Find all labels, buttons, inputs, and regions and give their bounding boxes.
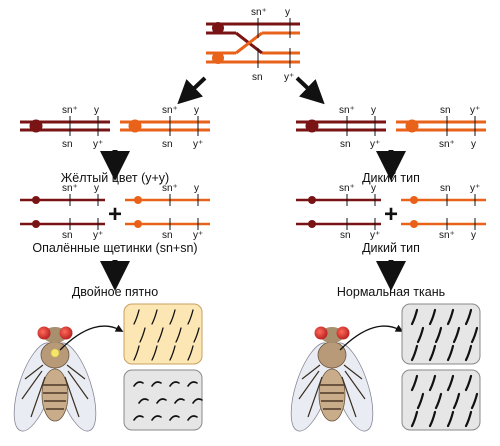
r-r1a-sn: sn xyxy=(340,139,351,150)
right-row1-orange-chromosome xyxy=(396,116,486,136)
fly-right-icon xyxy=(290,326,374,432)
l-r2a-sn: sn xyxy=(62,230,73,241)
r-r2b-snplus: sn⁺ xyxy=(439,230,455,241)
r-r1b-y: y xyxy=(471,139,476,150)
right-caption-wildtype-1: Дикий тип xyxy=(362,171,420,185)
l-r2b-yplus: y⁺ xyxy=(193,230,203,241)
bristles-singed-panel xyxy=(133,381,203,421)
r-r1a-snplus: sn⁺ xyxy=(339,105,355,116)
l-r1a-snplus: sn⁺ xyxy=(62,105,78,116)
top-label-y: y xyxy=(285,7,290,18)
l-r1a-yplus: y⁺ xyxy=(93,139,103,150)
r-r2b-sn: sn xyxy=(440,183,451,194)
r-r1b-sn: sn xyxy=(440,105,451,116)
right-row1-dark-chromosome xyxy=(296,116,386,136)
r-r1b-yplus: y⁺ xyxy=(470,105,480,116)
left-yellow-tissue-panel xyxy=(123,303,203,365)
l-r2a-snplus: sn⁺ xyxy=(62,183,78,194)
left-caption-yellow: Жёлтый цвет (y+y) xyxy=(61,171,169,185)
r-r2a-y: y xyxy=(371,183,376,194)
right-caption-normal-tissue: Нормальная ткань xyxy=(337,285,445,299)
l-r1a-sn: sn xyxy=(62,139,73,150)
arrow-left-diagonal xyxy=(177,76,207,105)
left-zoom-arrow xyxy=(59,324,124,351)
right-lower-tissue-panel xyxy=(401,369,481,431)
l-r1b-snplus: sn⁺ xyxy=(162,105,178,116)
left-row1-orange-chromosome xyxy=(120,116,210,136)
r-r2b-yplus: y⁺ xyxy=(470,183,480,194)
l-r1b-yplus: y⁺ xyxy=(193,139,203,150)
l-r2b-snplus: sn⁺ xyxy=(162,183,178,194)
left-row2-pairs xyxy=(20,194,210,230)
l-r2b-sn: sn xyxy=(162,230,173,241)
left-plus-sign: + xyxy=(108,201,122,228)
fly-left-icon xyxy=(13,326,97,432)
l-r1b-sn: sn xyxy=(162,139,173,150)
r-r2b-y: y xyxy=(471,230,476,241)
left-gray-tissue-panel xyxy=(123,369,203,431)
r-r2a-sn: sn xyxy=(340,230,351,241)
bristles-yellow-panel xyxy=(133,309,200,361)
left-row1-dark-chromosome xyxy=(20,116,110,136)
top-chromosome-pair: sn⁺ y sn y⁺ xyxy=(206,7,300,83)
l-r2a-yplus: y⁺ xyxy=(93,230,103,241)
top-label-y-plus: y⁺ xyxy=(284,72,294,83)
right-row2-pairs xyxy=(296,194,486,230)
r-r2a-yplus: y⁺ xyxy=(370,230,380,241)
l-r1b-y: y xyxy=(194,105,199,116)
right-column: sn⁺ y sn y⁺ sn y⁺ sn⁺ y Дикий тип sn⁺ xyxy=(296,105,486,299)
r-r2a-snplus: sn⁺ xyxy=(339,183,355,194)
right-plus-sign: + xyxy=(384,201,398,228)
right-upper-tissue-panel xyxy=(401,303,481,365)
top-label-sn: sn xyxy=(252,72,263,83)
arrow-right-diagonal xyxy=(295,76,325,105)
r-r1b-snplus: sn⁺ xyxy=(439,139,455,150)
right-caption-wildtype-2: Дикий тип xyxy=(362,241,420,255)
left-caption-twin-spot: Двойное пятно xyxy=(72,285,158,299)
l-r2a-y: y xyxy=(94,183,99,194)
left-column: sn⁺ y sn y⁺ sn⁺ y sn y⁺ Жёлтый цвет (y+y… xyxy=(20,105,210,299)
r-r1a-yplus: y⁺ xyxy=(370,139,380,150)
top-label-sn-plus: sn⁺ xyxy=(251,7,267,18)
bristles-normal-lower xyxy=(410,374,479,428)
r-r1a-y: y xyxy=(371,105,376,116)
l-r2b-y: y xyxy=(194,183,199,194)
right-zoom-arrow xyxy=(339,324,404,351)
bristles-normal-upper xyxy=(410,308,479,362)
bristles-group xyxy=(133,308,479,428)
left-caption-singed: Опалённые щетинки (sn+sn) xyxy=(32,241,197,255)
l-r1a-y: y xyxy=(94,105,99,116)
